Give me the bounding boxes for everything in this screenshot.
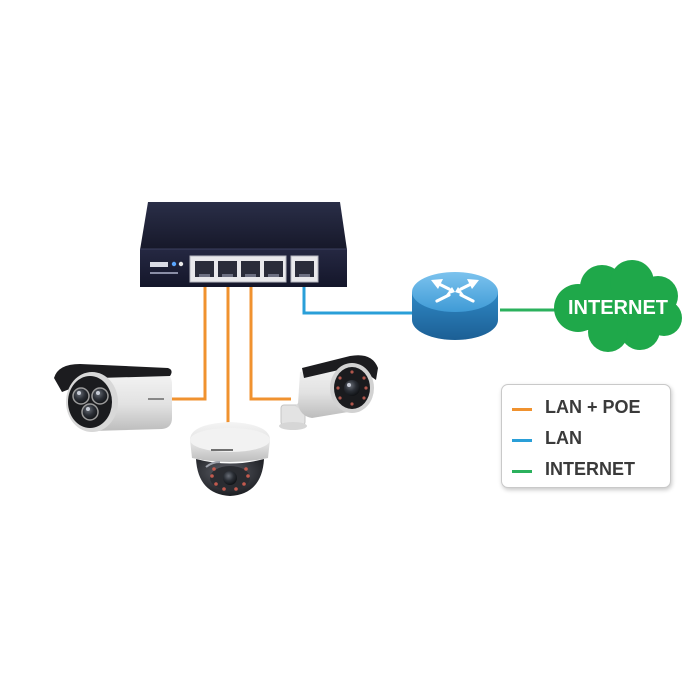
mini-bullet-camera-icon bbox=[279, 355, 378, 430]
poe-cable-mini-bullet-camera bbox=[249, 279, 291, 401]
legend-item-lan: LAN bbox=[502, 425, 670, 456]
legend-item-internet: INTERNET bbox=[502, 456, 670, 487]
legend-swatch-blue bbox=[512, 439, 532, 442]
legend-item-lan-poe: LAN + POE bbox=[502, 394, 670, 425]
legend-label: LAN bbox=[545, 428, 582, 448]
legend-swatch-orange bbox=[512, 408, 532, 411]
legend: LAN + POE LAN INTERNET bbox=[501, 384, 671, 488]
cloud-label: INTERNET bbox=[568, 297, 668, 319]
legend-swatch-green bbox=[512, 470, 532, 473]
router-icon bbox=[412, 272, 498, 340]
legend-label: INTERNET bbox=[545, 459, 635, 479]
poe-cable-bullet-camera bbox=[170, 279, 207, 401]
dome-camera-icon bbox=[190, 422, 270, 496]
cloud-icon: INTERNET bbox=[554, 260, 682, 352]
legend-label: LAN + POE bbox=[545, 397, 641, 417]
bullet-camera-icon bbox=[54, 364, 172, 432]
lan-cable-switch-router bbox=[302, 281, 416, 315]
cables bbox=[170, 279, 556, 424]
poe-switch-icon bbox=[140, 202, 347, 287]
